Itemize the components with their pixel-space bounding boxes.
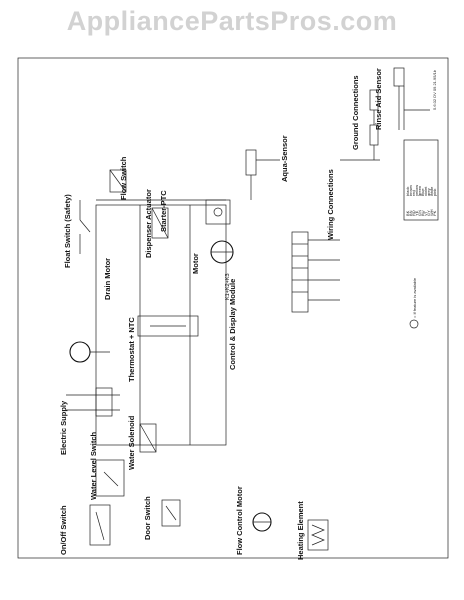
legend-color-rd: red [411, 190, 416, 196]
ground-connections-symbol [340, 89, 380, 161]
label-flow-switch: Flow Switch [119, 156, 128, 200]
legend-color-ye: yellow [414, 185, 419, 196]
label-motor: Motor [191, 253, 200, 274]
drain-motor-symbol [69, 341, 110, 363]
label-door-switch: Door Switch [143, 496, 152, 540]
dispenser-actuator-symbol [151, 207, 169, 239]
label-ground-connections: Ground Connections [351, 75, 360, 150]
wiring-terminal-block [291, 231, 340, 313]
legend-code-vt: VT [423, 210, 428, 216]
flow-switch-symbol [109, 169, 127, 193]
label-starter-ptc: Starter-PTC [159, 190, 168, 232]
water-level-switch-symbol [95, 459, 125, 497]
label-electric-supply: Electric Supply [59, 400, 68, 455]
watermark: AppliancePartsPros.com [66, 6, 398, 36]
legend-code-rd: RD [411, 210, 416, 216]
legend-code-bk: BK [405, 210, 410, 216]
label-on-off-switch: On/Off Switch [59, 505, 68, 555]
thermostat-ntc-symbol [137, 315, 199, 337]
on-off-switch-symbol [89, 504, 111, 546]
float-switch-symbol [79, 200, 91, 254]
heating-element-symbol [307, 519, 329, 551]
legend-code-ye: YE [414, 210, 419, 216]
footnote-text: = If feature is available [412, 277, 417, 318]
label-flow-control-motor: Flow Control Motor [235, 486, 244, 555]
label-heating-element: Heating Element [296, 501, 305, 560]
legend-color-bu: blue [420, 188, 425, 196]
legend-code-wh: WH [429, 209, 434, 216]
legend-code-gy: GY [426, 210, 431, 216]
label-control-display-module: Control & Display Module [228, 279, 237, 370]
legend-code-bu: BU [420, 210, 425, 216]
door-switch-symbol [161, 499, 181, 527]
legend-color-bk: black [405, 187, 410, 196]
motor-symbol [210, 240, 234, 264]
legend-color-pk: pink [432, 189, 437, 196]
legend-color-wh: white [429, 186, 434, 196]
label-dispenser-actuator: Dispenser Actuator [144, 189, 153, 258]
legend-code-pk: PK [432, 210, 437, 216]
label-drain-motor: Drain Motor [103, 258, 112, 300]
legend-color-gn: green [417, 186, 422, 196]
starter-ptc-symbol [205, 199, 231, 225]
water-solenoid-symbol [139, 423, 157, 453]
label-thermostat-ntc: Thermostat + NTC [127, 317, 136, 382]
electric-supply-symbol [66, 394, 120, 411]
label-aqua-sensor: Aqua-Sensor [280, 135, 289, 182]
legend-code-bn: BN [408, 210, 413, 216]
label-float-switch: Float Switch (Safety) [63, 194, 72, 268]
label-rinse-aid-sensor: Rinse Aid Sensor [374, 68, 383, 130]
doc-number: 5.6.02 DV 09.21.95/1b [432, 69, 437, 110]
label-wiring-connections: Wiring Connections [326, 169, 335, 240]
label-water-solenoid: Water Solenoid [127, 415, 136, 470]
control-module-symbol [95, 199, 227, 446]
footnote: = If feature is available [409, 277, 419, 329]
page-frame [17, 57, 449, 559]
legend-color-vt: violet [423, 186, 428, 196]
legend-code-gn: GN [417, 210, 422, 216]
label-water-level-switch: Water Level Switch [89, 432, 98, 500]
aqua-sensor-symbol [245, 149, 280, 200]
module-label: K1+K2+K3 [225, 273, 231, 300]
legend-color-gy: grey [426, 188, 431, 196]
rinse-aid-sensor-symbol [393, 67, 430, 130]
flow-control-motor-symbol [252, 512, 272, 532]
legend-color-bn: brown [408, 185, 413, 196]
